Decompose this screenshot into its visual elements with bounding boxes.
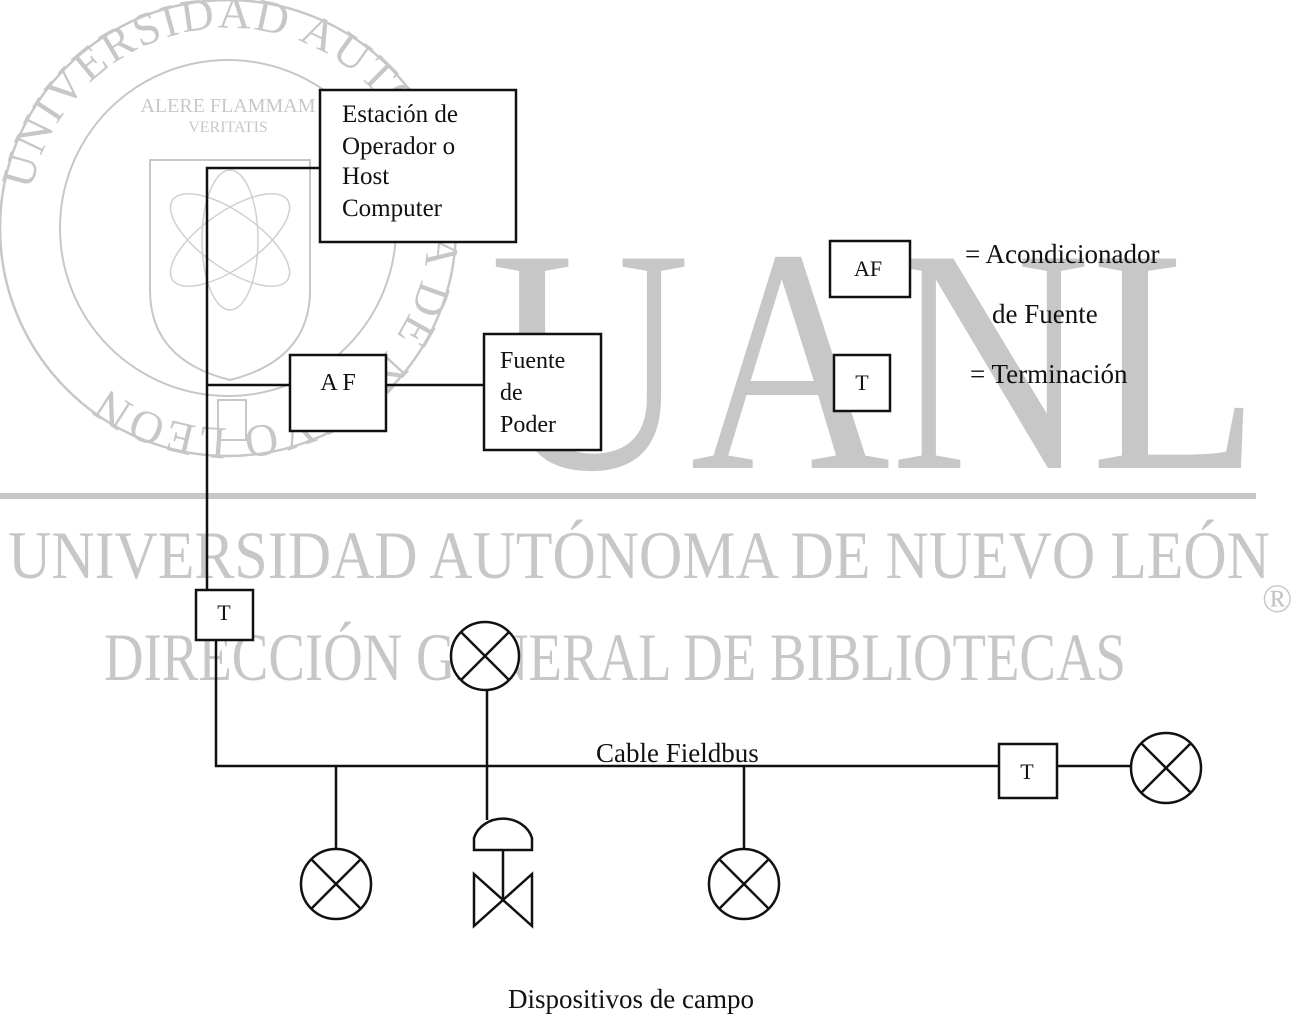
seal-motto-1: ALERE FLAMMAM — [140, 95, 315, 117]
legend-t-text: = Terminación — [970, 359, 1128, 389]
legend-af-symbol-box — [828, 239, 912, 299]
af-box-label: A F — [320, 370, 355, 396]
host-box: Estación de Operador o Host Computer — [318, 88, 518, 244]
terminator-right-label: T — [1020, 759, 1034, 784]
host-box-line-2: Operador o — [342, 133, 455, 160]
watermark-divider — [0, 493, 1256, 499]
terminator-left-label: T — [217, 600, 231, 625]
fieldbus-wiring — [205, 166, 1132, 855]
svg-text:Estación de Operador o: Estación de Operador o Host Computer — [342, 101, 464, 222]
control-valve-icon — [472, 817, 534, 929]
legend-af-text-2: de Fuente — [992, 299, 1098, 329]
svg-text:Fuente de Poder: Fuente de Poder — [500, 348, 571, 438]
registered-mark: ® — [1262, 576, 1292, 621]
power-box-line-3: Poder — [500, 412, 556, 438]
cable-fieldbus-label: Cable Fieldbus — [596, 738, 759, 768]
terminator-box-right: T — [997, 742, 1059, 800]
legend-t-symbol-box — [832, 353, 892, 413]
field-device-1 — [299, 847, 373, 921]
legend-af-symbol: AF — [854, 256, 882, 281]
seal-motto-2: VERITATIS — [188, 119, 268, 136]
field-device-top — [449, 620, 521, 692]
host-box-line-1: Estación de — [342, 101, 458, 128]
field-devices-caption: Dispositivos de campo — [508, 984, 754, 1014]
power-supply-box: Fuente de Poder — [482, 332, 603, 452]
host-box-line-3: Host — [342, 163, 389, 190]
watermark-library-name: DIRECCIÓN GENERAL DE BIBLIOTECAS — [104, 619, 1126, 695]
power-box-line-1: Fuente — [500, 348, 565, 374]
af-box: A F — [288, 353, 388, 433]
terminator-box-left: T — [194, 588, 255, 642]
uanl-watermark: UNIVERSIDAD AUTONOMA DE NUEVO LEON ALERE… — [0, 0, 1292, 695]
fieldbus-cable-line — [214, 640, 999, 768]
power-box-line-2: de — [500, 380, 523, 406]
field-device-3 — [707, 847, 781, 921]
field-device-right — [1129, 731, 1203, 805]
watermark-university-name: UNIVERSIDAD AUTÓNOMA DE NUEVO LEÓN — [8, 517, 1270, 593]
host-box-line-4: Computer — [342, 195, 443, 222]
legend-af-text-1: = Acondicionador — [965, 239, 1159, 269]
host-trunk-line — [205, 166, 320, 590]
legend-t-symbol: T — [855, 370, 869, 395]
legend: AF = Acondicionador de Fuente T = Termin… — [828, 239, 1159, 413]
